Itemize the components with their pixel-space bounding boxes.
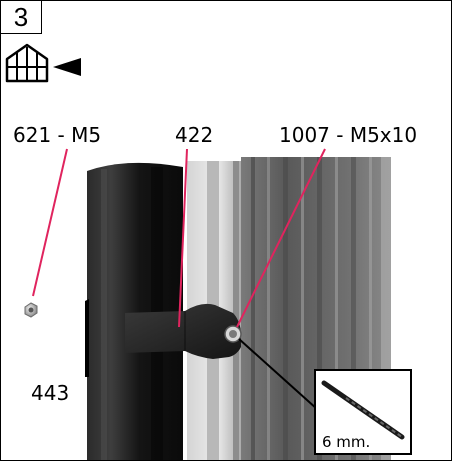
label-bracket: 422 [175,123,214,147]
leader-line-inset [238,338,318,410]
label-profile: 443 [31,381,70,405]
leader-line-bracket [178,148,188,328]
step-number: 3 [1,1,42,34]
drill-size-label: 6 mm. [322,433,371,451]
greenhouse-icon [5,43,49,83]
label-nut: 621 - M5 [13,123,102,147]
bracket-422 [85,299,241,377]
arrow-left-icon [53,58,81,76]
black-post [87,162,183,460]
label-bolt: 1007 - M5x10 [279,123,418,147]
nut-621 [24,302,38,318]
leader-line-bolt [236,148,326,328]
drill-bit-icon [321,380,405,440]
drill-inset: 6 mm. [314,369,412,455]
leader-line-nut [32,148,68,297]
bolt-1007 [224,325,242,343]
